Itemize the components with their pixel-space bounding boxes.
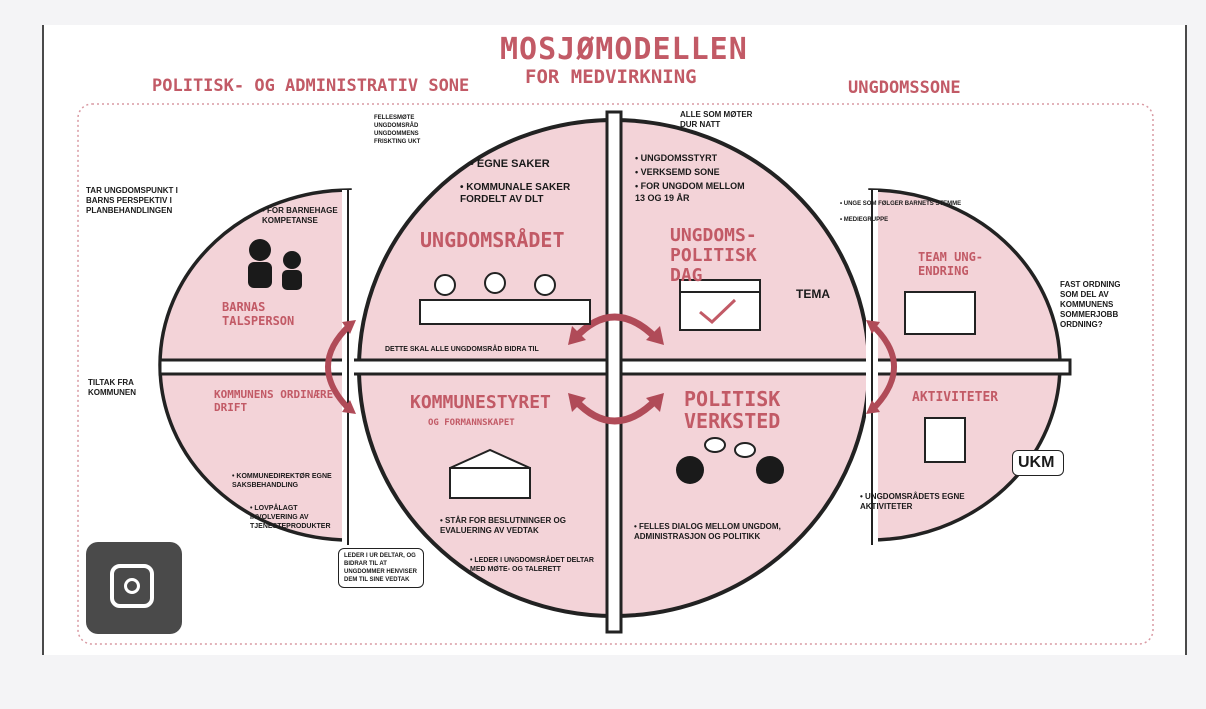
kommunestyret-point-1: • STÅR FOR BESLUTNINGER OG EVALUERING AV… bbox=[440, 516, 566, 535]
kommunens-point-1: • KOMMUNEDIREKTØR EGNE SAKSBEHANDLING bbox=[232, 473, 332, 489]
lens-frame-icon bbox=[110, 564, 154, 608]
politisk-title: POLITISK VERKSTED bbox=[684, 387, 781, 433]
team-title: TEAM UNG-ENDRING bbox=[918, 250, 984, 278]
ungdomspolitisk-point-1: • UNGDOMSSTYRT bbox=[635, 153, 718, 163]
kommunestyret-subtitle: OG FORMANNSKAPET bbox=[428, 418, 515, 428]
poster-subtitle: FOR MEDVIRKNING bbox=[525, 66, 697, 88]
aktiviteter-title: AKTIVITETER bbox=[912, 390, 999, 405]
ungdomsradet-footer: DETTE SKAL ALLE UNGDOMSRÅD BIDRA TIL bbox=[385, 346, 539, 353]
left-zone-label: POLITISK- OG ADMINISTRATIV SONE bbox=[152, 76, 470, 96]
ungdomspolitisk-point-3: • FOR UNGDOM MELLOM 13 OG 19 ÅR bbox=[635, 181, 745, 203]
team-point-1: • UNGE SOM FØLGER BARNETS STEMME bbox=[840, 201, 962, 207]
note-alle: ALLE SOM MØTER DUR NATT bbox=[680, 110, 753, 129]
note-ukm: UKM bbox=[1012, 450, 1064, 476]
dialog-heads-icon bbox=[676, 437, 784, 484]
kommunens-title: KOMMUNENS ORDINÆRE DRIFT bbox=[214, 388, 334, 414]
note-leder: LEDER I UR DELTAR, OG BIDRAR TIL AT UNGD… bbox=[338, 548, 424, 588]
barnas-title: BARNAS TALSPERSON bbox=[222, 300, 295, 328]
ungdomspolitisk-tema: TEMA bbox=[796, 287, 830, 301]
left-border-line bbox=[42, 25, 44, 655]
right-zone-label: UNGDOMSSONE bbox=[848, 78, 961, 98]
note-fellesmote: FELLESMØTE UNGDOMSRÅD UNGDOMMENS FRISKTI… bbox=[374, 115, 421, 145]
ungdomsradet-point-1: • EGNE SAKER bbox=[470, 158, 550, 170]
note-left-top: TAR UNGDOMSPUNKT I BARNS PERSPEKTIV I PL… bbox=[86, 186, 178, 215]
lens-dot-icon bbox=[124, 578, 140, 594]
team-point-2: • MEDIEGRUPPE bbox=[840, 217, 889, 223]
aktiviteter-point: • UNGDOMSRÅDETS EGNE AKTIVITETER bbox=[860, 492, 965, 511]
note-left-mid: TILTAK FRA KOMMUNEN bbox=[88, 378, 136, 397]
calendar-icon bbox=[679, 279, 761, 331]
meeting-table-icon bbox=[419, 272, 591, 325]
right-border-line bbox=[1185, 25, 1187, 655]
ungdomsradet-title: UNGDOMSRÅDET bbox=[420, 228, 565, 252]
people-icon bbox=[248, 239, 302, 290]
politisk-point-1: • FELLES DIALOG MELLOM UNGDOM, ADMINISTR… bbox=[634, 522, 781, 541]
building-icon bbox=[449, 448, 531, 499]
ungdomsradet-point-2: • KOMMUNALE SAKER FORDELT AV DLT bbox=[460, 182, 571, 205]
kommunestyret-title: KOMMUNESTYRET bbox=[410, 392, 551, 413]
kommunestyret-point-2: • LEDER I UNGDOMSRÅDET DELTAR MED MØTE- … bbox=[470, 557, 594, 573]
kommunens-point-2: • LOVPÅLAGT INVOLVERING AV TJENESTEPRODU… bbox=[250, 505, 331, 530]
note-fast: FAST ORDNING SOM DEL AV KOMMUNENS SOMMER… bbox=[1060, 280, 1121, 329]
ungdomspolitisk-title: UNGDOMS-POLITISK DAG bbox=[670, 225, 757, 286]
tablet-icon bbox=[904, 291, 976, 463]
poster-title: MOSJØMODELLEN bbox=[500, 32, 748, 67]
google-lens-icon[interactable] bbox=[86, 542, 182, 634]
barnas-point: • FOR BARNEHAGE KOMPETANSE bbox=[262, 206, 338, 225]
ungdomspolitisk-point-2: • VERKSEMD SONE bbox=[635, 167, 720, 177]
